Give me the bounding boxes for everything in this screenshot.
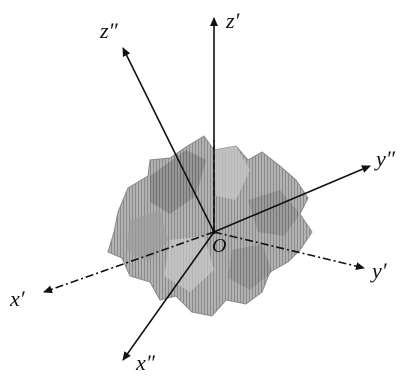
origin-label: O [212, 235, 227, 257]
y-double-prime-axis [213, 165, 371, 233]
x-double-prime-axis [122, 231, 215, 361]
irregular-particle [107, 135, 313, 317]
x-prime-label: x′ [10, 286, 25, 311]
x-double-prime-label: x″ [136, 350, 155, 375]
z-double-prime-axis [122, 47, 215, 233]
x-prime-axis [43, 231, 215, 294]
y-double-prime-label: y″ [376, 146, 395, 171]
origin-point [212, 230, 216, 234]
y-prime-label: y′ [372, 258, 387, 283]
y-prime-axis [213, 231, 365, 271]
z-double-prime-label: z″ [100, 18, 118, 43]
z-prime-label: z′ [226, 8, 240, 33]
